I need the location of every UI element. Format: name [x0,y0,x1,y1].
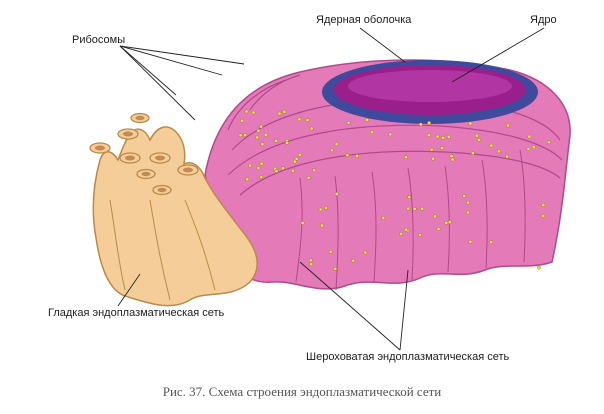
label-nuclear-envelope: Ядерная оболочка [316,14,412,26]
smooth-er-body [92,126,258,307]
nucleus [322,60,538,124]
figure-caption: Рис. 37. Схема строения эндоплазматическ… [162,384,442,399]
ribosome-dots [238,109,551,271]
label-rough-er: Шероховатая эндоплазматическая сеть [306,351,510,363]
label-ribosomes: Рибосомы [72,34,126,46]
label-smooth-er: Гладкая эндоплазматическая сеть [48,307,225,319]
leader-lines [117,27,545,351]
label-nucleus: Ядро [530,14,557,26]
smooth-er [89,112,258,307]
